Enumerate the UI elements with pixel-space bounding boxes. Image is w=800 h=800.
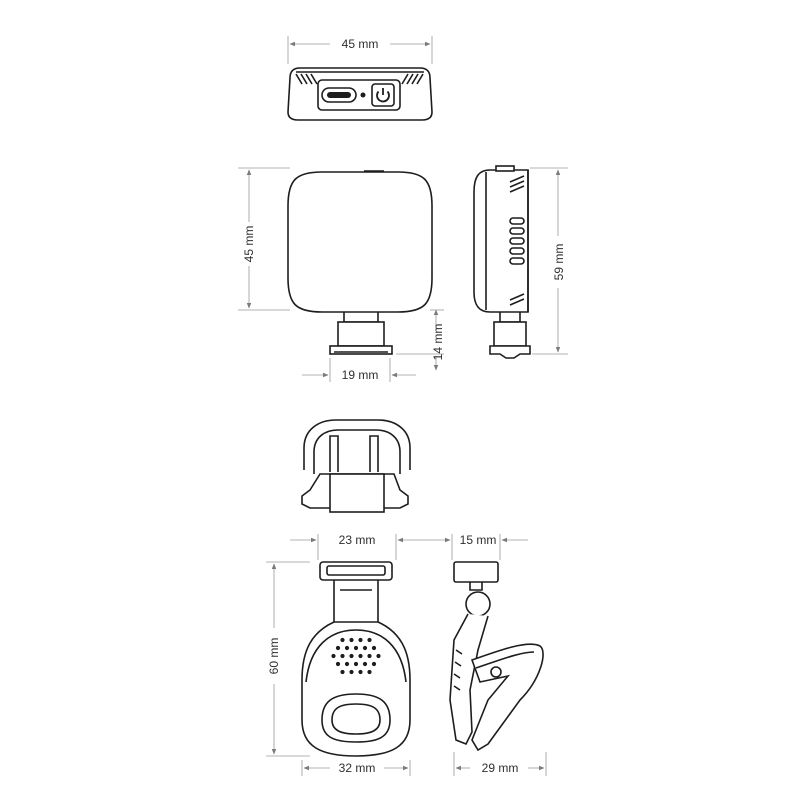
- speaker-hole: [362, 645, 368, 651]
- clip-side-view: 15 mm 29 mm: [424, 533, 547, 776]
- stem-block: [337, 321, 385, 347]
- side-stem-neck: [499, 312, 521, 323]
- side-vent-slots: [509, 217, 525, 265]
- clip-side-mount: [453, 561, 499, 583]
- speaker-hole: [353, 661, 359, 667]
- stem-neck: [343, 312, 379, 323]
- clip-front-view: 23 mm 60 mm 32 mm: [266, 533, 424, 776]
- clip-mount-slot: [326, 565, 386, 576]
- speaker-hole: [362, 661, 368, 667]
- speaker-hole: [349, 637, 354, 643]
- usb-port-slot: [327, 92, 351, 98]
- side-vent-bottom: [509, 293, 525, 306]
- top-view: 45 mm: [287, 36, 433, 121]
- clip-top-post-left: [329, 435, 339, 472]
- speaker-grille: [331, 637, 381, 675]
- speaker-hole: [344, 661, 350, 667]
- speaker-hole: [335, 661, 341, 667]
- front-view: 45 mm 14 mm 19 mm: [238, 167, 445, 382]
- dim-front-height: 45 mm: [242, 226, 256, 263]
- dim-clip-side-width: 15 mm: [460, 533, 497, 547]
- speaker-hole: [358, 637, 363, 643]
- side-vent-top: [509, 175, 525, 193]
- speaker-hole: [335, 645, 341, 651]
- dim-stem-width: 19 mm: [342, 368, 379, 382]
- side-stem-block: [493, 321, 527, 347]
- speaker-hole: [340, 653, 345, 659]
- top-body: [287, 67, 433, 121]
- dim-side-height: 59 mm: [552, 244, 566, 281]
- side-top-tab: [495, 165, 515, 172]
- side-stem-foot: [489, 345, 531, 359]
- speaker-hole: [371, 661, 377, 667]
- dim-clip-top-width: 23 mm: [339, 533, 376, 547]
- clip-side-teeth: [453, 649, 463, 691]
- dim-clip-bottom-width: 32 mm: [339, 761, 376, 775]
- clip-side-jaw-front: [470, 643, 544, 752]
- indicator-led: [360, 92, 366, 98]
- dim-clip-side-bottom-width: 29 mm: [482, 761, 519, 775]
- clip-side-neck: [469, 582, 483, 591]
- power-icon: [376, 88, 390, 103]
- speaker-hole: [344, 645, 350, 651]
- clip-side-spring: [475, 651, 535, 669]
- speaker-hole: [367, 669, 372, 675]
- clip-top-view: [301, 419, 411, 513]
- dim-clip-height: 60 mm: [267, 638, 281, 675]
- vent-slots-right: [401, 73, 424, 85]
- front-panel: [287, 171, 433, 313]
- clip-side-hinge-pin: [490, 666, 502, 678]
- speaker-hole: [349, 669, 354, 675]
- clip-top-arch: [303, 419, 411, 470]
- speaker-hole: [367, 637, 372, 643]
- vent-slots-left: [295, 73, 318, 85]
- clip-top-center: [329, 473, 385, 513]
- speaker-hole: [349, 653, 354, 659]
- speaker-hole: [353, 645, 359, 651]
- speaker-hole: [340, 637, 345, 643]
- side-body: [473, 169, 529, 313]
- speaker-hole: [358, 653, 363, 659]
- speaker-hole: [371, 645, 377, 651]
- clip-body-contour: [305, 629, 407, 683]
- clip-mount-plate: [319, 561, 393, 581]
- dim-stem-height: 14 mm: [431, 324, 445, 361]
- clip-grip-hole: [321, 693, 391, 743]
- stem-foot: [329, 345, 393, 355]
- speaker-hole: [376, 653, 381, 659]
- speaker-hole: [358, 669, 363, 675]
- dim-top-width: 45 mm: [342, 37, 379, 51]
- clip-side-pivot: [465, 591, 491, 617]
- speaker-hole: [367, 653, 372, 659]
- clip-top-post-right: [369, 435, 379, 472]
- clip-grip-hole-inner: [331, 703, 381, 735]
- speaker-hole: [340, 669, 345, 675]
- clip-stem: [333, 580, 379, 622]
- clip-top-arch-inner: [313, 429, 401, 474]
- side-view: 59 mm: [473, 165, 568, 359]
- speaker-hole: [331, 653, 336, 659]
